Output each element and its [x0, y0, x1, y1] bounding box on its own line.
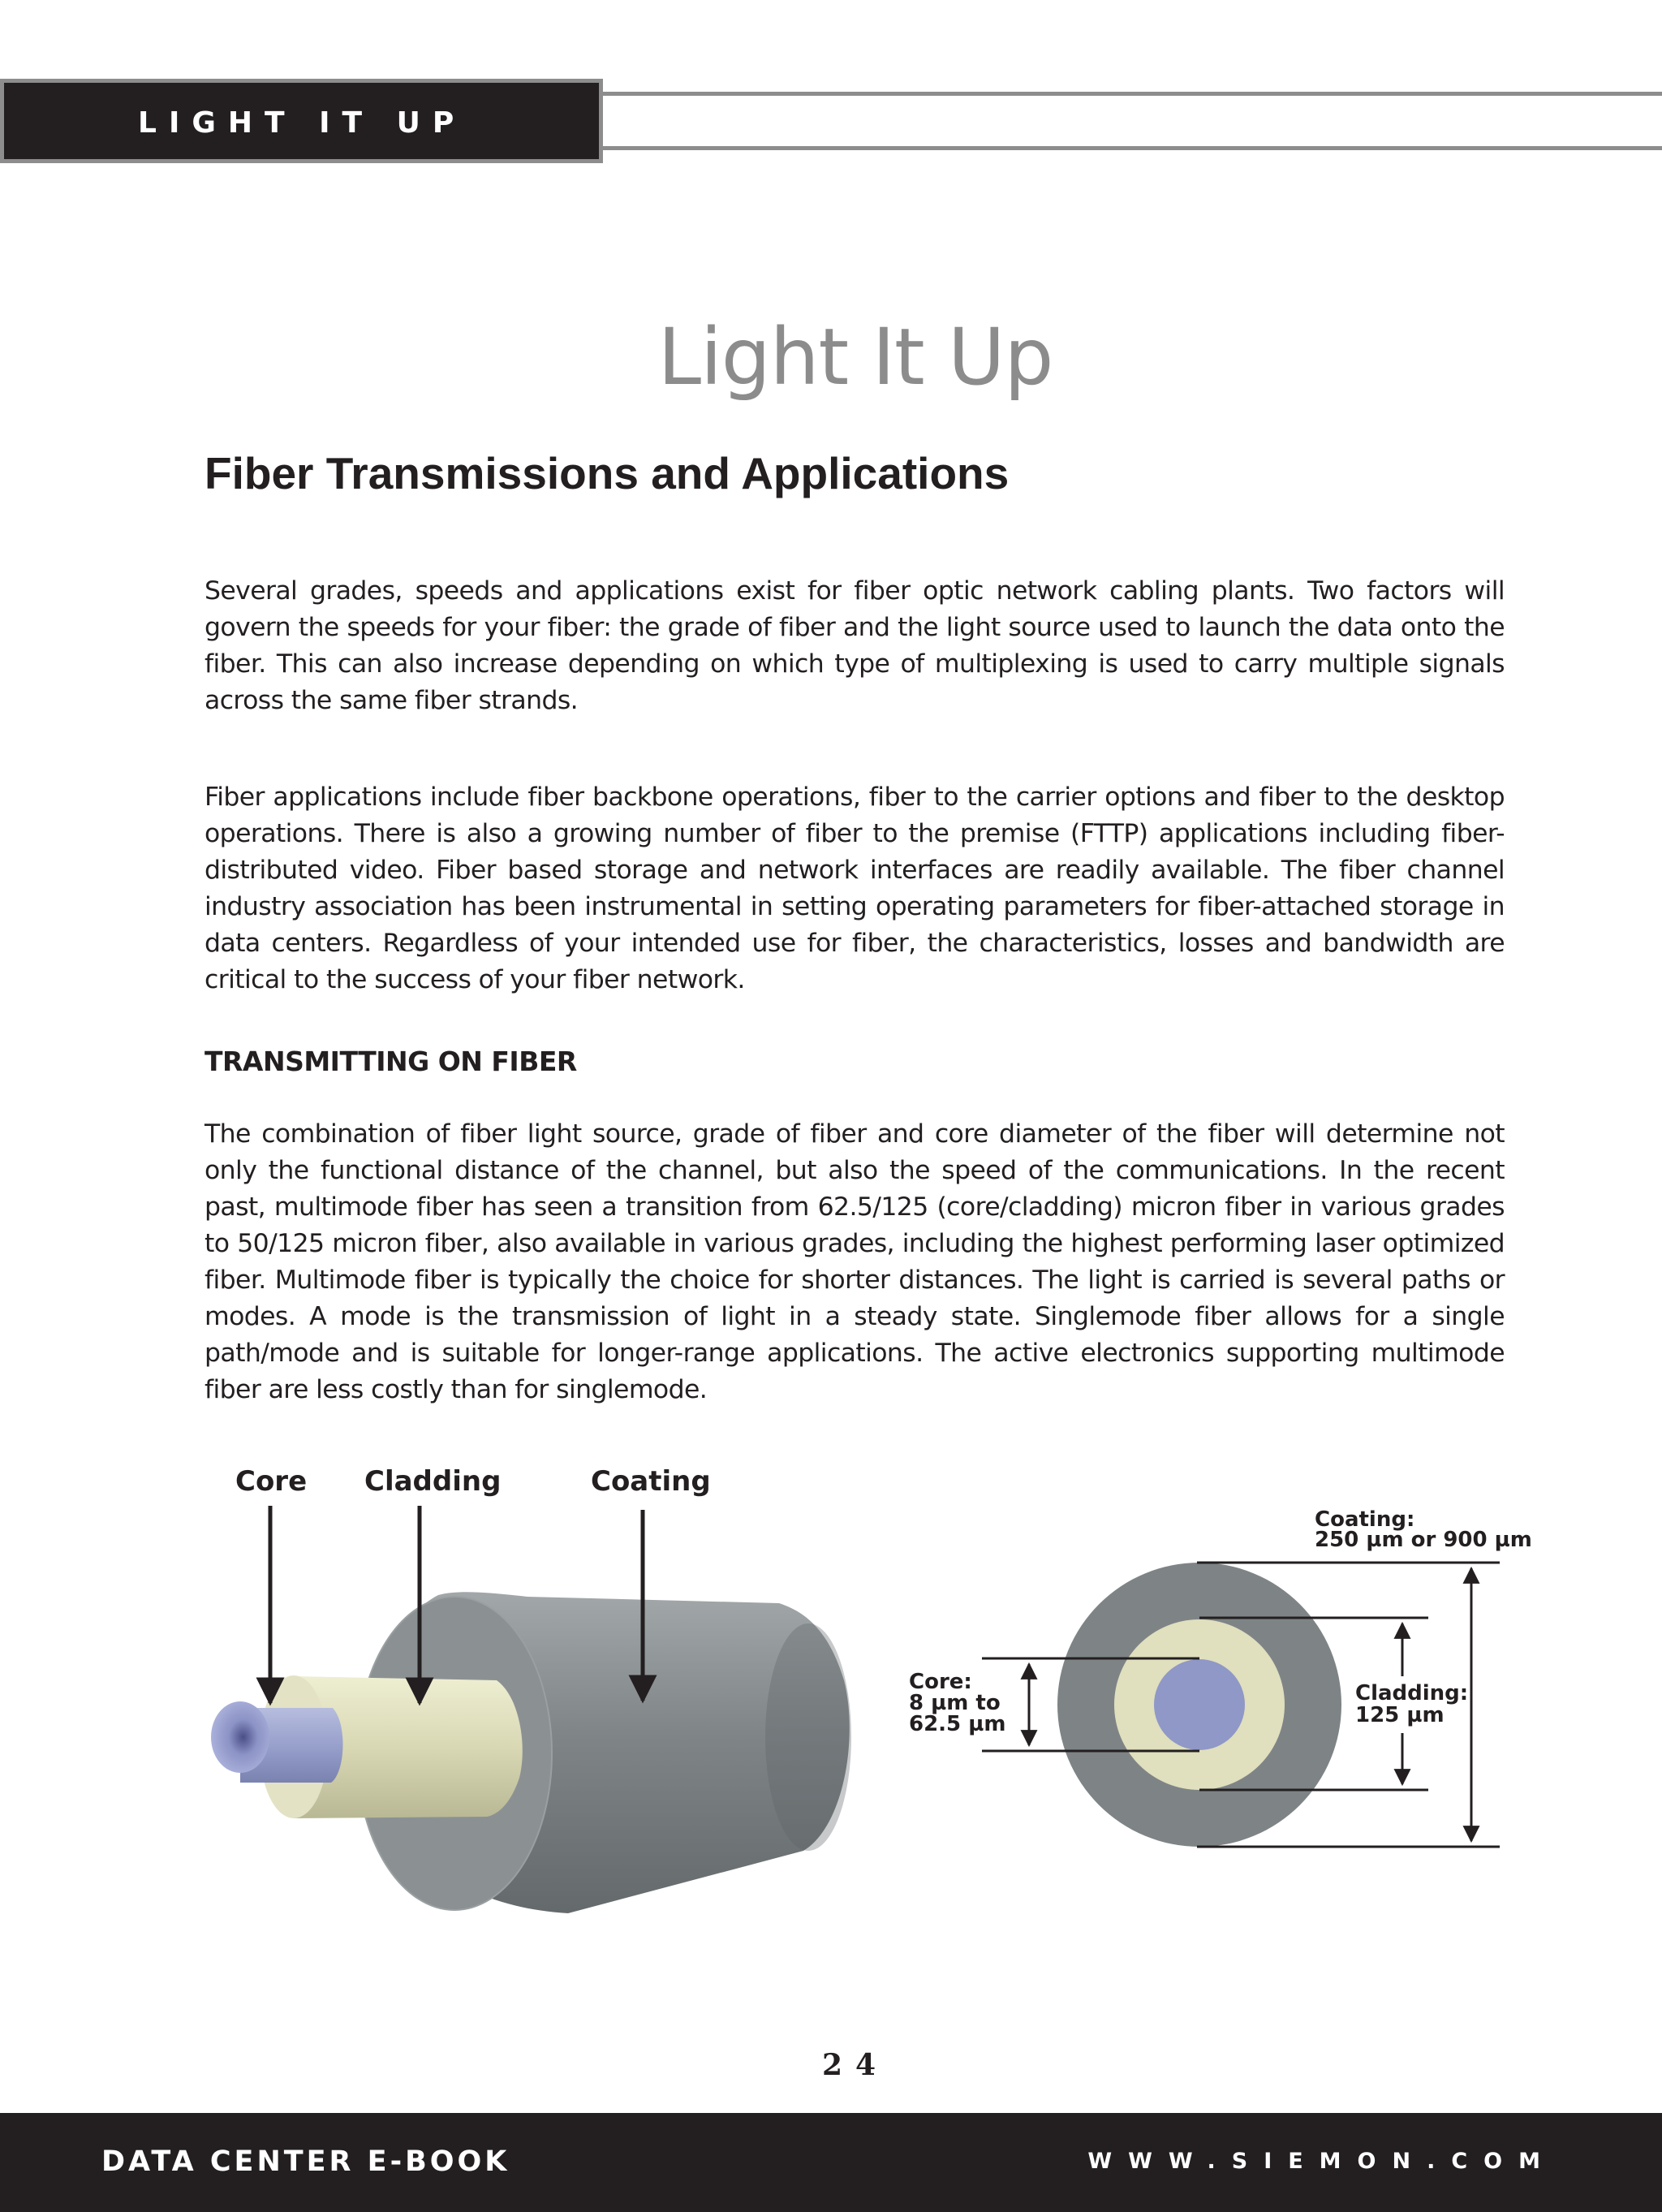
- footer-website-link[interactable]: WWW.SIEMON.COM: [1087, 2149, 1557, 2174]
- header-tab: LIGHT IT UP: [0, 79, 603, 163]
- dim-coating-value: 250 µm or 900 µm: [1315, 1528, 1532, 1552]
- dim-cladding-value: 125 µm: [1355, 1703, 1445, 1727]
- header-rule-bottom: [603, 146, 1662, 150]
- footer-title: DATA CENTER E-BOOK: [101, 2145, 510, 2178]
- header-tab-label: LIGHT IT UP: [138, 106, 467, 140]
- subheading-transmitting: TRANSMITTING ON FIBER: [205, 1046, 577, 1077]
- section-title: Fiber Transmissions and Applications: [205, 448, 1010, 498]
- dim-coating-title: Coating:: [1315, 1507, 1414, 1532]
- dim-core-title: Core:: [909, 1670, 972, 1694]
- paragraph-intro: Several grades, speeds and applications …: [205, 576, 1505, 715]
- dim-cladding-title: Cladding:: [1355, 1681, 1468, 1705]
- cladding-layer: [294, 1676, 523, 1818]
- label-coating: Coating: [591, 1465, 711, 1498]
- footer: DATA CENTER E-BOOK WWW.SIEMON.COM: [0, 2113, 1662, 2212]
- dim-core-value-2: 62.5 µm: [909, 1712, 1005, 1736]
- label-cladding: Cladding: [364, 1465, 501, 1498]
- paragraph-applications: Fiber applications include fiber backbon…: [205, 783, 1505, 994]
- header-rule-top: [603, 92, 1662, 96]
- fiber-cross-section: [1057, 1563, 1341, 1847]
- paragraph-transmitting: The combination of fiber light source, g…: [205, 1119, 1505, 1404]
- fiber-diagram: Core Cladding Coating Coating: 250 µm or…: [211, 1465, 1532, 1913]
- core-cross-section: [1154, 1659, 1245, 1750]
- fiber-3d-illustration: [211, 1592, 851, 1913]
- label-core: Core: [235, 1465, 307, 1498]
- core-end-face: [211, 1701, 269, 1773]
- dim-core-value-1: 8 µm to: [909, 1691, 1001, 1715]
- page-title: Light It Up: [657, 312, 1054, 403]
- page-number: 24: [821, 2048, 889, 2082]
